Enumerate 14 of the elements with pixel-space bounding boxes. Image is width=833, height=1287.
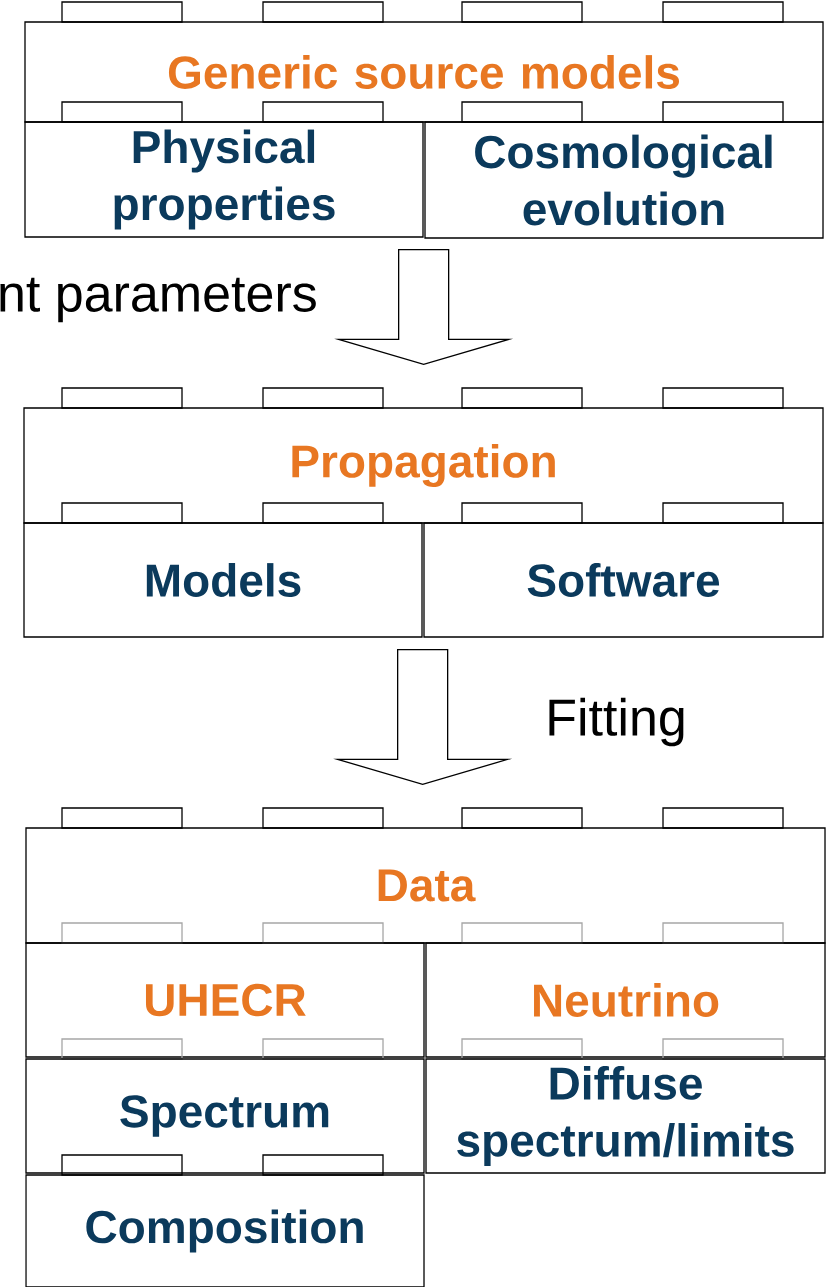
- brick: Diffuse spectrum/limits: [425, 1038, 826, 1174]
- edge-label: Fitting: [549, 697, 684, 747]
- brick: Physical properties: [24, 101, 424, 238]
- brick: Generic source models: [24, 1, 824, 123]
- brick: Spectrum: [25, 1038, 425, 1174]
- brick: Data: [25, 807, 826, 944]
- brick: Software: [423, 502, 824, 638]
- brick: Neutrino: [425, 922, 826, 1058]
- brick: Models: [23, 502, 423, 638]
- brick: Cosmological evolution: [424, 101, 824, 239]
- brick: Composition: [25, 1154, 425, 1287]
- brick: Propagation: [23, 387, 824, 524]
- brick: UHECR: [25, 922, 425, 1058]
- edge-label: nt parameters: [0, 277, 316, 323]
